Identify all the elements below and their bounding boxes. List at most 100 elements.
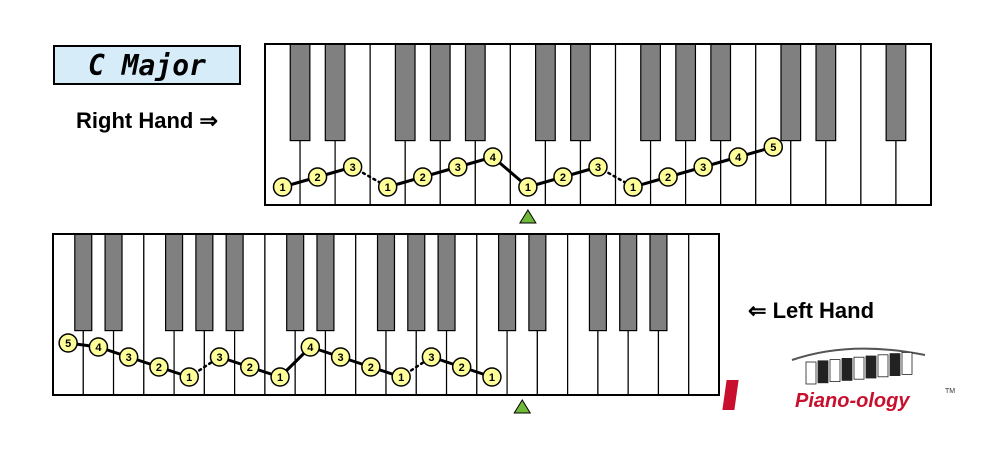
right-hand-label: Right Hand ⇒ <box>76 108 218 134</box>
lh-black-key <box>104 233 123 332</box>
lh-finger-circle <box>482 367 502 387</box>
lh-finger-number: 2 <box>459 362 465 374</box>
lh-keyboard-border <box>52 233 720 396</box>
logo-key <box>865 355 877 379</box>
rh-keyboard-border <box>264 43 932 206</box>
rh-finger-number: 4 <box>735 152 742 164</box>
left-hand-label: ⇐ Left Hand <box>748 298 874 324</box>
lh-black-key <box>165 233 184 332</box>
rh-finger-circle <box>448 157 468 177</box>
lh-finger-number: 4 <box>95 342 102 354</box>
lh-black-key <box>437 233 456 332</box>
lh-finger-number: 1 <box>398 372 404 384</box>
logo-trademark: TM <box>945 388 955 395</box>
rh-finger-circle <box>377 177 398 197</box>
rh-black-key <box>394 43 416 142</box>
rh-finger-number: 2 <box>665 172 671 184</box>
lh-finger-number: 5 <box>65 338 71 350</box>
logo-key <box>877 354 889 378</box>
lh-finger-circle <box>300 337 321 357</box>
lh-black-key <box>195 233 214 332</box>
lh-black-key <box>407 233 426 332</box>
lh-white-key <box>688 233 720 396</box>
logo-keys-icon <box>805 351 913 385</box>
logo-mark <box>722 380 739 410</box>
rh-black-key <box>464 43 486 142</box>
rh-finger-circle <box>693 157 713 177</box>
lh-middle-c-marker-icon <box>513 399 532 414</box>
rh-middle-c-marker-icon <box>518 209 537 224</box>
lh-black-key <box>286 233 305 332</box>
rh-black-key <box>570 43 591 142</box>
lh-finger-number: 2 <box>368 362 374 374</box>
rh-finger-circle <box>763 137 784 157</box>
lh-finger-number: 3 <box>338 352 344 364</box>
lh-finger-circle <box>391 367 411 387</box>
logo-key <box>817 360 829 384</box>
logo-key <box>841 357 853 381</box>
rh-black-key <box>675 43 697 142</box>
lh-finger-number: 1 <box>489 372 495 384</box>
rh-finger-circle <box>658 167 678 187</box>
rh-finger-circle <box>342 157 363 177</box>
lh-black-key <box>649 233 668 332</box>
lh-finger-number: 1 <box>277 372 283 384</box>
rh-black-key <box>710 43 732 142</box>
logo-text: Piano-ology <box>795 390 910 412</box>
lh-finger-circle <box>361 357 381 377</box>
lh-black-key <box>498 233 517 332</box>
right-hand-text: Right Hand <box>76 108 194 133</box>
rh-finger-circle <box>307 167 328 187</box>
lh-finger-circle <box>179 367 199 387</box>
rh-black-key <box>324 43 346 142</box>
lh-black-key <box>225 233 244 332</box>
lh-black-key <box>588 233 607 332</box>
lh-finger-circle <box>149 357 169 377</box>
lh-finger-number: 3 <box>126 352 132 364</box>
rh-finger-circle <box>272 177 293 197</box>
lh-finger-number: 3 <box>428 352 434 364</box>
rh-finger-number: 1 <box>630 182 636 194</box>
rh-black-key <box>815 43 837 142</box>
rh-finger-number: 3 <box>455 162 461 174</box>
rh-finger-circle <box>553 167 573 187</box>
rh-finger-number: 1 <box>525 182 531 194</box>
lh-finger-number: 2 <box>247 362 253 374</box>
left-arrow-icon: ⇐ <box>748 298 767 323</box>
middle-c-markers <box>513 209 537 414</box>
rh-finger-circle <box>518 177 538 197</box>
logo-key <box>889 353 901 377</box>
lh-finger-number: 2 <box>156 362 162 374</box>
rh-finger-circle <box>412 167 433 187</box>
lh-finger-circle <box>58 333 78 353</box>
rh-finger-number: 2 <box>420 172 426 184</box>
lh-finger-circle <box>209 347 230 367</box>
lh-finger-circle <box>240 357 260 377</box>
scale-title-box: C Major <box>53 45 241 85</box>
rh-finger-number: 2 <box>560 172 566 184</box>
rh-finger-number: 3 <box>700 162 706 174</box>
lh-finger-circle <box>270 367 290 387</box>
rh-black-key <box>885 43 907 142</box>
rh-finger-number: 1 <box>279 182 285 194</box>
rh-finger-number: 4 <box>490 152 497 164</box>
lh-black-key <box>316 233 335 332</box>
lh-finger-circle <box>451 357 472 377</box>
lh-finger-number: 3 <box>216 352 222 364</box>
right-arrow-icon: ⇒ <box>199 108 218 133</box>
rh-black-key <box>289 43 311 142</box>
logo-key <box>853 356 865 380</box>
lh-finger-circle <box>330 347 351 367</box>
lh-black-key <box>528 233 547 332</box>
lh-finger-circle <box>88 337 109 357</box>
rh-finger-number: 3 <box>595 162 601 174</box>
lh-black-key <box>74 233 93 332</box>
logo-key <box>805 361 817 385</box>
lh-finger-number: 1 <box>186 372 192 384</box>
lh-black-key <box>619 233 638 332</box>
rh-black-key <box>429 43 451 142</box>
lh-black-key <box>376 233 396 332</box>
lh-finger-circle <box>118 347 139 367</box>
left-hand-text: Left Hand <box>772 298 875 323</box>
